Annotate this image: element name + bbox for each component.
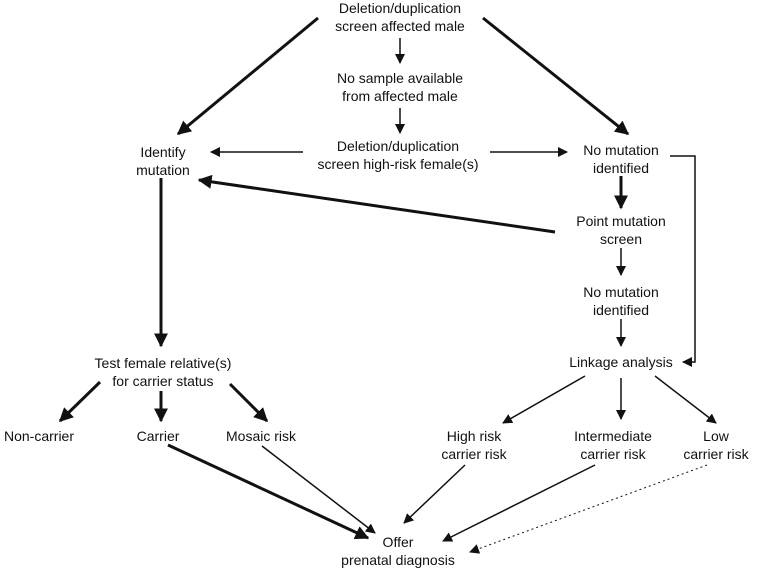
- arrow-high-risk-to-offer: [403, 464, 466, 524]
- node-no-mutation-identified-2: No mutation identified: [583, 284, 659, 318]
- arrow-test-to-mosaic: [228, 382, 269, 423]
- arrow-mosaic-to-offer: [261, 445, 376, 534]
- arrow-screen-to-no-mutation: [482, 16, 630, 136]
- node-identify-mutation: Identify mutation: [136, 144, 190, 178]
- node-carrier: Carrier: [136, 428, 180, 444]
- node-offer-prenatal-diagnosis: Offer prenatal diagnosis: [341, 534, 455, 568]
- arrow-carrier-to-offer: [167, 443, 370, 540]
- node-no-mutation-identified-1: No mutation identified: [583, 142, 659, 176]
- arrow-point-screen-to-identify: [197, 174, 556, 234]
- node-mosaic-risk: Mosaic risk: [225, 428, 297, 444]
- node-point-mutation-screen: Point mutation screen: [576, 213, 666, 247]
- node-screen-affected-male: Deletion/duplication screen affected mal…: [335, 0, 465, 34]
- arrow-linkage-to-low-risk: [654, 375, 717, 424]
- node-non-carrier: Non-carrier: [3, 428, 75, 444]
- arrow-test-to-non-carrier: [58, 380, 102, 423]
- node-no-sample-available: No sample available from affected male: [336, 70, 464, 104]
- arrow-screen-to-identify: [176, 16, 319, 136]
- node-low-carrier-risk: Low carrier risk: [683, 428, 749, 462]
- arrow-linkage-to-high-risk: [502, 375, 586, 424]
- node-high-risk-carrier: High risk carrier risk: [441, 428, 507, 462]
- arrow-no-mutation-bypass-to-linkage: [670, 155, 696, 367]
- node-linkage-analysis: Linkage analysis: [569, 354, 673, 370]
- arrow-intermediate-to-offer: [442, 464, 596, 542]
- node-screen-high-risk-female: Deletion/duplication screen high-risk fe…: [317, 138, 479, 172]
- node-intermediate-carrier: Intermediate carrier risk: [574, 428, 652, 462]
- node-test-female-relatives: Test female relative(s) for carrier stat…: [94, 355, 232, 389]
- arrow-low-risk-to-offer: [469, 464, 708, 554]
